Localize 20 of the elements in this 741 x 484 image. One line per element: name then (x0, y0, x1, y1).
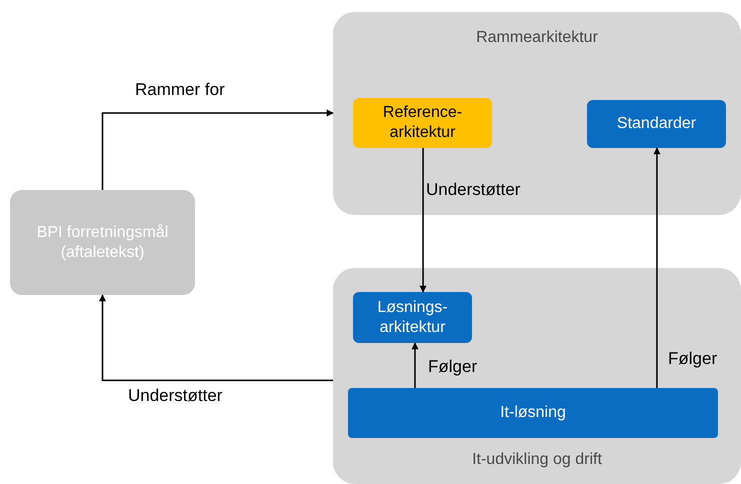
process-box (353, 98, 492, 148)
box-label: Reference-arkitektur (382, 103, 464, 143)
group-title: It-udvikling og drift (471, 450, 603, 470)
box-label: Standarder (616, 114, 698, 134)
arrow (102, 110, 334, 190)
group-panel (333, 12, 741, 215)
edge-label: Følger (666, 349, 720, 369)
arrow (653, 147, 660, 388)
process-box (348, 388, 718, 438)
arrow (99, 294, 333, 382)
arrow (420, 148, 427, 293)
process-box (10, 190, 195, 295)
group-panel (333, 268, 741, 484)
process-box (353, 292, 472, 343)
group-title: Rammearkitektur (475, 28, 599, 48)
arrow (411, 342, 418, 388)
box-label: It-løsning (499, 403, 567, 423)
edge-label: Følger (426, 357, 480, 377)
box-label: Løsnings-arkitektur (376, 298, 449, 338)
process-box (587, 100, 726, 148)
